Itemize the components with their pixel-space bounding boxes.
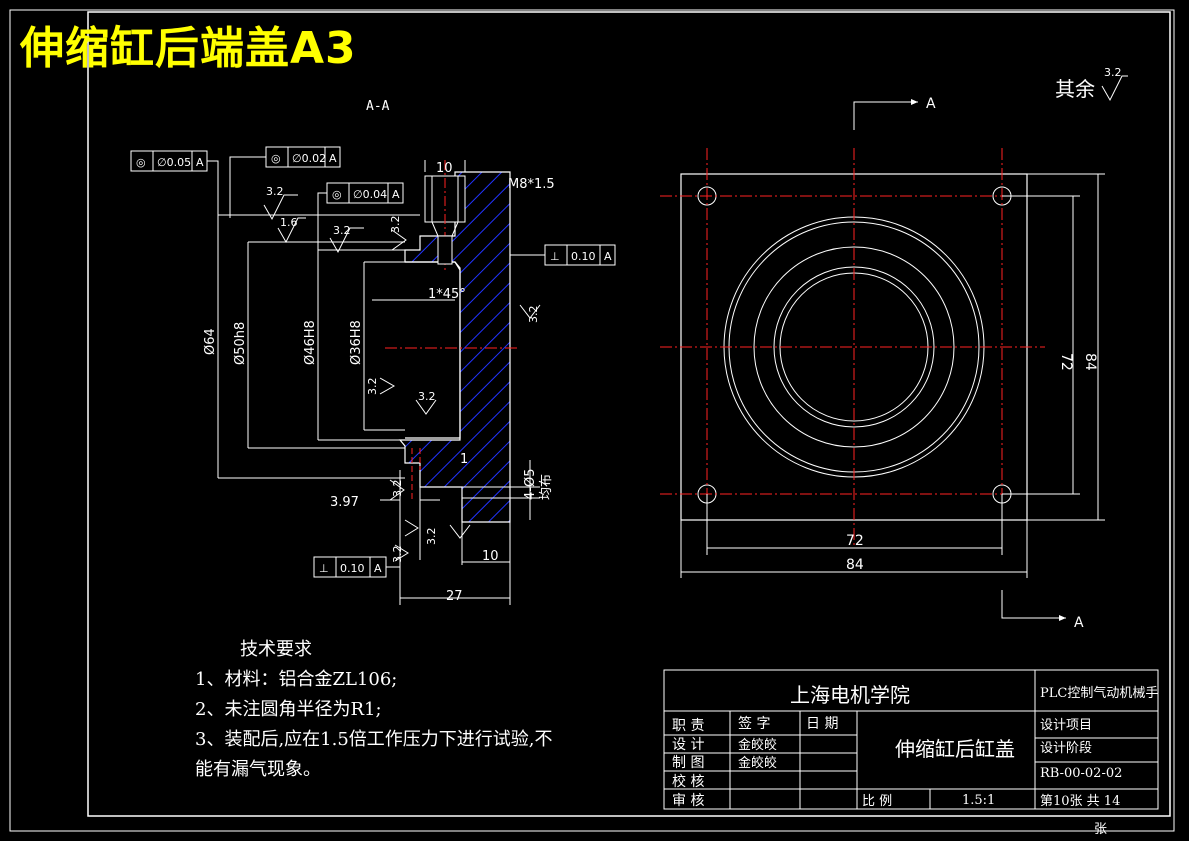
svg-text:1.6: 1.6 bbox=[280, 216, 298, 229]
front-view: 72 84 72 84 A A bbox=[660, 96, 1105, 631]
svg-text:0.10: 0.10 bbox=[571, 250, 596, 263]
svg-text:Ø46H8: Ø46H8 bbox=[303, 320, 318, 365]
svg-text:张: 张 bbox=[1094, 822, 1107, 837]
svg-text:日 期: 日 期 bbox=[806, 716, 838, 732]
part-body-hatch bbox=[398, 171, 511, 523]
general-roughness: 其余 3.2 bbox=[1055, 66, 1128, 102]
inner-border bbox=[87, 11, 1171, 817]
tech-req-heading: 技术要求 bbox=[240, 639, 312, 660]
svg-text:第10张 共 14: 第10张 共 14 bbox=[1040, 794, 1120, 809]
svg-text:3.2: 3.2 bbox=[1104, 66, 1122, 79]
section-view bbox=[385, 160, 520, 523]
svg-text:◎: ◎ bbox=[332, 188, 342, 201]
svg-text:上海电机学院: 上海电机学院 bbox=[790, 683, 910, 707]
svg-text:其余: 其余 bbox=[1055, 77, 1095, 101]
tech-req-item: 能有漏气现象。 bbox=[195, 759, 321, 780]
section-label: A-A bbox=[366, 99, 390, 114]
svg-text:3.2: 3.2 bbox=[366, 378, 379, 396]
svg-text:3.2: 3.2 bbox=[527, 306, 540, 324]
svg-text:3.2: 3.2 bbox=[391, 546, 404, 564]
svg-text:3.2: 3.2 bbox=[418, 390, 436, 403]
svg-text:RB-00-02-02: RB-00-02-02 bbox=[1040, 766, 1122, 781]
tolerance-frames bbox=[130, 146, 616, 578]
tech-req-item: 3、装配后,应在1.5倍工作压力下进行试验,不 bbox=[195, 729, 553, 750]
svg-text:∅0.02: ∅0.02 bbox=[292, 152, 326, 165]
svg-text:PLC控制气动机械手: PLC控制气动机械手 bbox=[1040, 685, 1158, 701]
svg-text:3.2: 3.2 bbox=[266, 185, 284, 198]
svg-text:1.5:1: 1.5:1 bbox=[962, 793, 995, 808]
svg-text:Ø50h8: Ø50h8 bbox=[233, 322, 248, 365]
svg-text:◎: ◎ bbox=[271, 152, 281, 165]
svg-text:A: A bbox=[196, 156, 204, 169]
svg-text:金皎皎: 金皎皎 bbox=[738, 737, 777, 753]
svg-text:设 计: 设 计 bbox=[672, 737, 704, 753]
svg-text:A: A bbox=[374, 562, 382, 575]
svg-text:3.2: 3.2 bbox=[333, 224, 351, 237]
section-dim-text: 10 M8*1.5 1*45° Ø64 Ø50h8 Ø46H8 Ø36H8 1 … bbox=[203, 161, 555, 604]
svg-text:27: 27 bbox=[446, 589, 463, 604]
drawing-title-overlay: 伸缩缸后端盖A3 bbox=[20, 23, 357, 74]
svg-text:校 核: 校 核 bbox=[672, 773, 704, 790]
svg-text:0.10: 0.10 bbox=[340, 562, 365, 575]
tech-req-item: 2、未注圆角半径为R1; bbox=[195, 699, 382, 720]
svg-text:84: 84 bbox=[1082, 353, 1098, 371]
svg-text:3.2: 3.2 bbox=[391, 480, 404, 498]
technical-requirements: 技术要求 1、材料：铝合金ZL106; 2、未注圆角半径为R1; 3、装配后,应… bbox=[195, 635, 553, 785]
svg-text:A: A bbox=[1074, 615, 1084, 631]
svg-text:签 字: 签 字 bbox=[738, 715, 770, 732]
svg-text:⊥: ⊥ bbox=[319, 562, 329, 575]
svg-text:设计阶段: 设计阶段 bbox=[1040, 741, 1092, 756]
svg-text:10: 10 bbox=[482, 549, 499, 564]
outer-border bbox=[9, 9, 1175, 832]
svg-text:Ø36H8: Ø36H8 bbox=[349, 320, 364, 365]
title-block bbox=[663, 669, 1159, 810]
svg-text:比 例: 比 例 bbox=[862, 794, 892, 809]
svg-text:A: A bbox=[392, 188, 400, 201]
svg-text:1: 1 bbox=[460, 452, 468, 467]
svg-text:4-Ø5: 4-Ø5 bbox=[523, 469, 538, 500]
roughness-values: 3.2 1.6 3.2 3.2 3.2 3.2 3.2 3.2 3.2 3.2 bbox=[266, 185, 540, 563]
svg-text:72: 72 bbox=[1058, 353, 1074, 371]
svg-text:职 责: 职 责 bbox=[672, 718, 704, 734]
svg-text:Ø64: Ø64 bbox=[203, 328, 218, 355]
svg-text:84: 84 bbox=[846, 557, 864, 573]
svg-text:3.2: 3.2 bbox=[425, 528, 438, 546]
svg-text:M8*1.5: M8*1.5 bbox=[508, 177, 555, 192]
svg-text:◎: ◎ bbox=[136, 156, 146, 169]
svg-text:⊥: ⊥ bbox=[550, 250, 560, 263]
svg-text:A: A bbox=[604, 250, 612, 263]
svg-text:∅0.04: ∅0.04 bbox=[353, 188, 387, 201]
svg-text:伸缩缸后缸盖: 伸缩缸后缸盖 bbox=[895, 737, 1015, 761]
svg-text:72: 72 bbox=[846, 533, 864, 549]
svg-text:10: 10 bbox=[436, 161, 453, 176]
svg-text:审 核: 审 核 bbox=[672, 793, 704, 809]
title-block-text: 上海电机学院 PLC控制气动机械手 伸缩缸后缸盖 职 责 设 计 制 图 校 核… bbox=[672, 683, 1158, 837]
svg-text:金皎皎: 金皎皎 bbox=[738, 755, 777, 771]
svg-text:制 图: 制 图 bbox=[672, 755, 704, 771]
tech-req-item: 1、材料：铝合金ZL106; bbox=[195, 669, 398, 690]
svg-text:∅0.05: ∅0.05 bbox=[157, 156, 191, 169]
svg-text:设计项目: 设计项目 bbox=[1040, 718, 1092, 733]
svg-text:均布: 均布 bbox=[539, 474, 554, 500]
svg-text:3.97: 3.97 bbox=[330, 495, 359, 510]
svg-text:A: A bbox=[926, 96, 936, 112]
tolerance-text: ◎ ∅0.05 A ◎ ∅0.02 A ◎ ∅0.04 A ⊥ 0.10 A ⊥… bbox=[136, 152, 612, 575]
svg-text:1*45°: 1*45° bbox=[428, 287, 466, 302]
svg-text:A: A bbox=[329, 152, 337, 165]
svg-text:3.2: 3.2 bbox=[389, 216, 402, 234]
roughness-symbols bbox=[263, 194, 541, 562]
